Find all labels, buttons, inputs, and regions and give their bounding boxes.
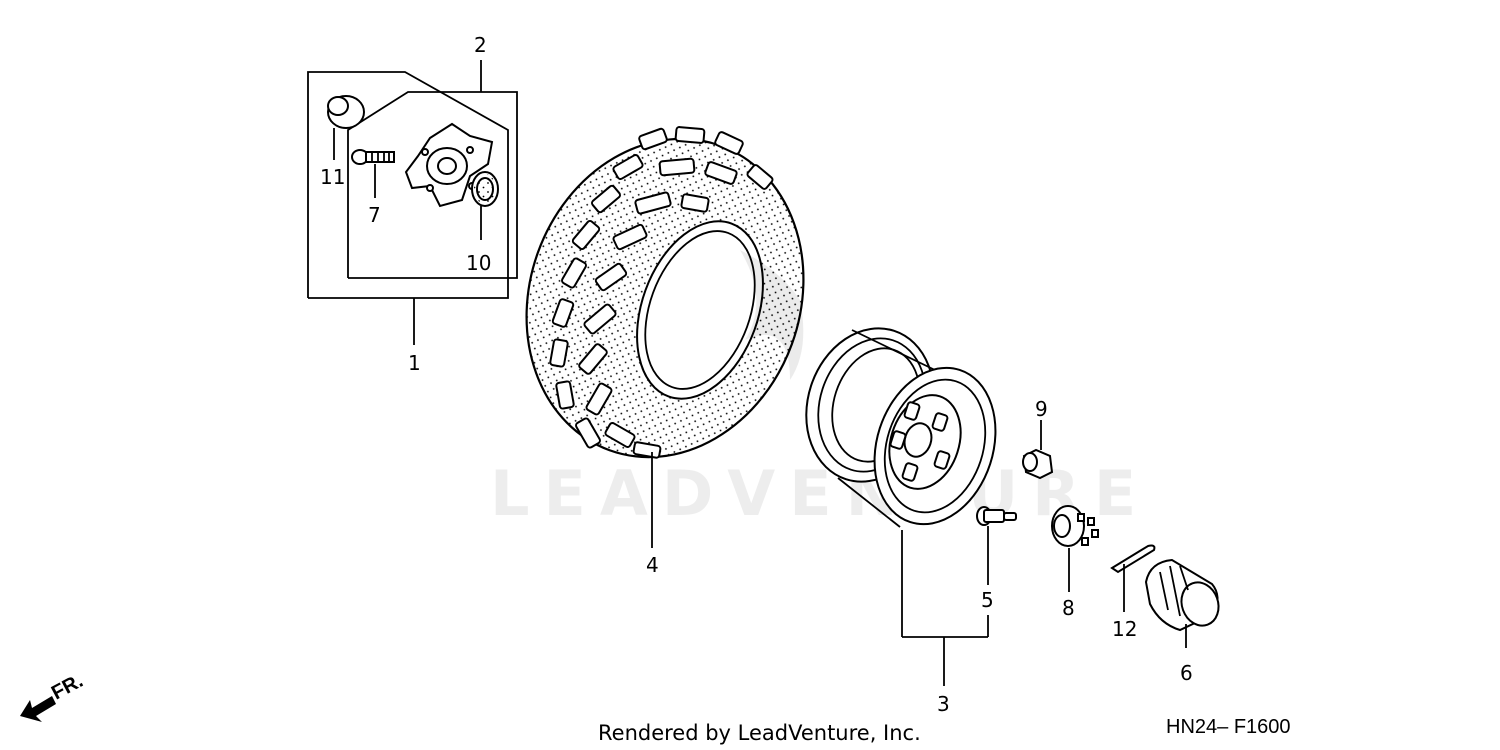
callout-6: 6 [1180,661,1193,685]
callout-7: 7 [368,203,381,227]
callout-4: 4 [646,553,659,577]
watermark-logo [740,250,804,380]
callout-5: 5 [981,588,994,612]
callout-11: 11 [320,165,345,189]
callout-8: 8 [1062,596,1075,620]
callout-1: 1 [408,351,421,375]
front-direction-arrow-icon [20,696,56,722]
callout-12: 12 [1112,617,1137,641]
wheel-nut-part[interactable] [1022,420,1054,480]
bearing-part[interactable] [471,171,499,240]
callout-2: 2 [474,33,487,57]
stud-bolt-part[interactable] [351,149,395,198]
callout-9: 9 [1035,397,1048,421]
castle-nut-part[interactable] [1051,505,1099,592]
credit-text: Rendered by LeadVenture, Inc. [598,721,921,745]
hub-assembly-group [307,60,518,345]
callout-3: 3 [937,692,950,716]
hub-part[interactable] [404,122,494,208]
cotter-pin-part[interactable] [1110,544,1156,613]
diagram-code: HN24– F1600 [1166,716,1291,738]
tire-part[interactable] [483,100,848,497]
front-direction-label: FR. [48,670,87,705]
callout-10: 10 [466,251,491,275]
wheel-rim-part[interactable] [787,312,1015,540]
collar-part[interactable] [327,95,365,160]
valve-stem-part[interactable] [976,506,1017,585]
hub-cap-part[interactable] [1144,558,1224,648]
